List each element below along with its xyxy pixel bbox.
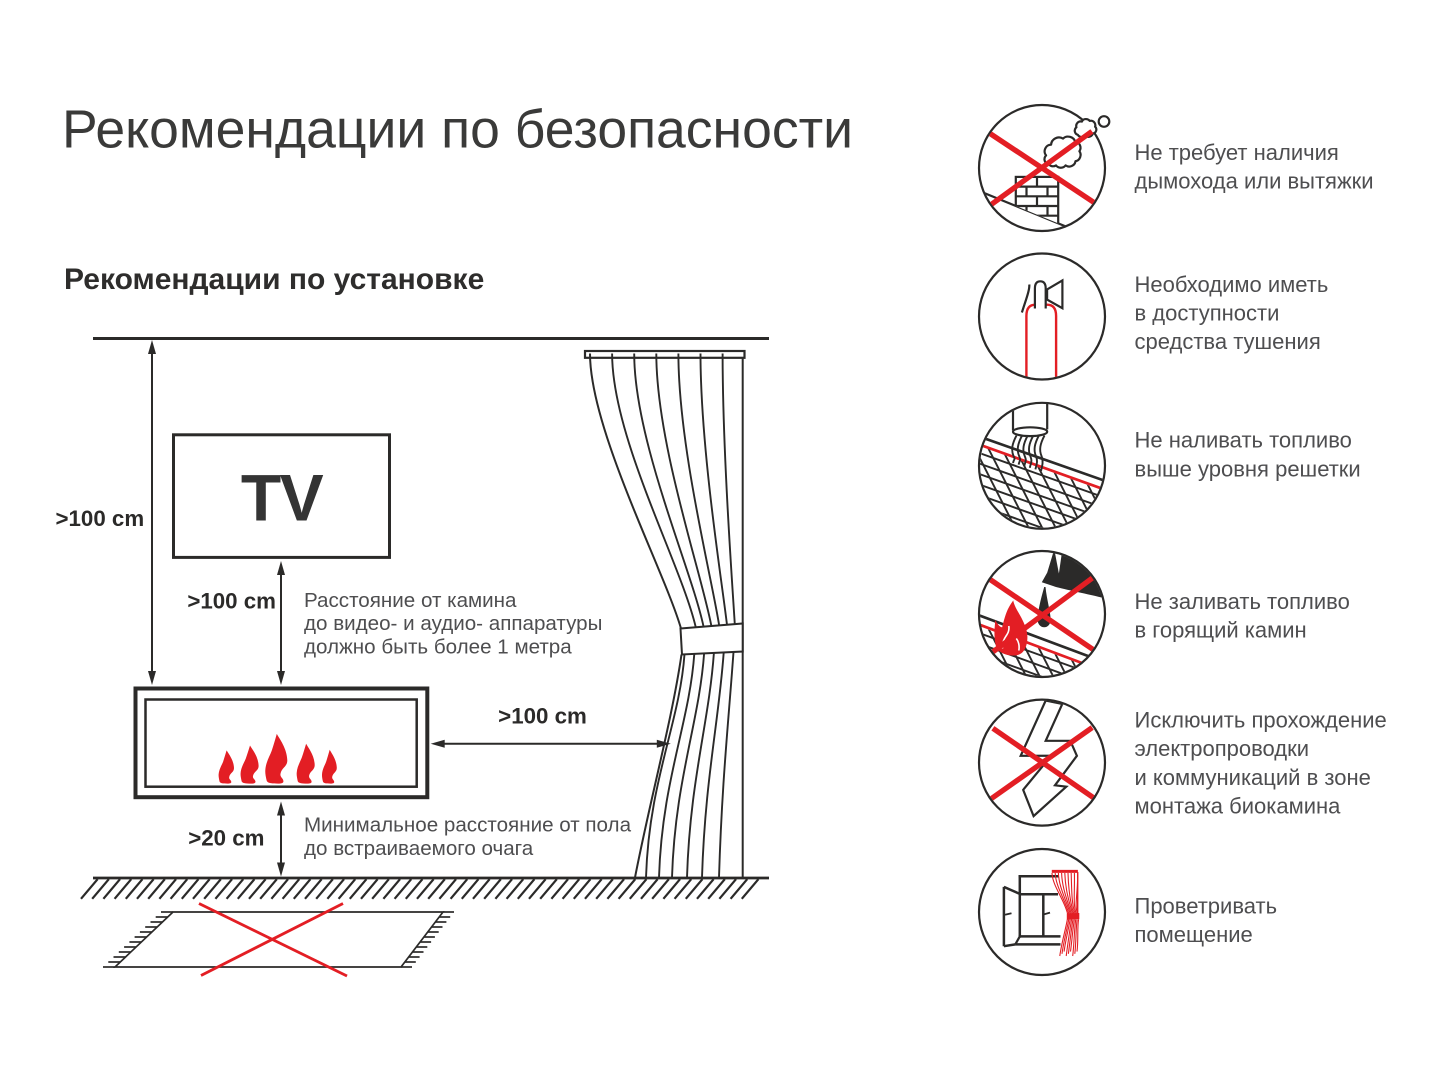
svg-text:Рекомендации по установке: Рекомендации по установке (64, 263, 484, 296)
svg-text:и коммуникаций в зоне: и коммуникаций в зоне (1135, 765, 1371, 790)
svg-text:Рекомендации по безопасности: Рекомендации по безопасности (62, 101, 853, 160)
svg-text:в горящий камин: в горящий камин (1135, 617, 1307, 642)
svg-text:выше уровня решетки: выше уровня решетки (1135, 457, 1361, 482)
svg-text:должно быть более 1 метра: должно быть более 1 метра (304, 636, 572, 659)
svg-text:>100 cm: >100 cm (498, 703, 587, 728)
svg-text:>100 cm: >100 cm (56, 506, 145, 531)
svg-text:до видео- и аудио- аппаратуры: до видео- и аудио- аппаратуры (304, 612, 602, 635)
svg-text:TV: TV (241, 461, 324, 535)
svg-text:средства тушения: средства тушения (1135, 329, 1321, 354)
svg-text:Не требует наличия: Не требует наличия (1135, 140, 1339, 165)
svg-text:Расстояние от камина: Расстояние от камина (304, 589, 517, 612)
svg-text:>20 cm: >20 cm (188, 825, 264, 850)
svg-text:Не заливать топливо: Не заливать топливо (1135, 589, 1350, 614)
svg-text:помещение: помещение (1135, 922, 1253, 947)
svg-text:Минимальное расстояние от пола: Минимальное расстояние от пола (304, 814, 632, 837)
svg-text:до встраиваемого очага: до встраиваемого очага (304, 837, 534, 860)
svg-text:>100 cm: >100 cm (187, 588, 276, 613)
svg-text:дымохода или вытяжки: дымохода или вытяжки (1135, 169, 1374, 194)
svg-text:Необходимо иметь: Необходимо иметь (1135, 272, 1329, 297)
svg-text:монтажа биокамина: монтажа биокамина (1135, 794, 1342, 819)
svg-text:в доступности: в доступности (1135, 301, 1280, 326)
svg-text:Не наливать топливо: Не наливать топливо (1135, 427, 1352, 452)
svg-text:Проветривать: Проветривать (1135, 893, 1278, 918)
svg-text:электропроводки: электропроводки (1135, 736, 1310, 761)
svg-text:Исключить прохождение: Исключить прохождение (1135, 707, 1387, 732)
